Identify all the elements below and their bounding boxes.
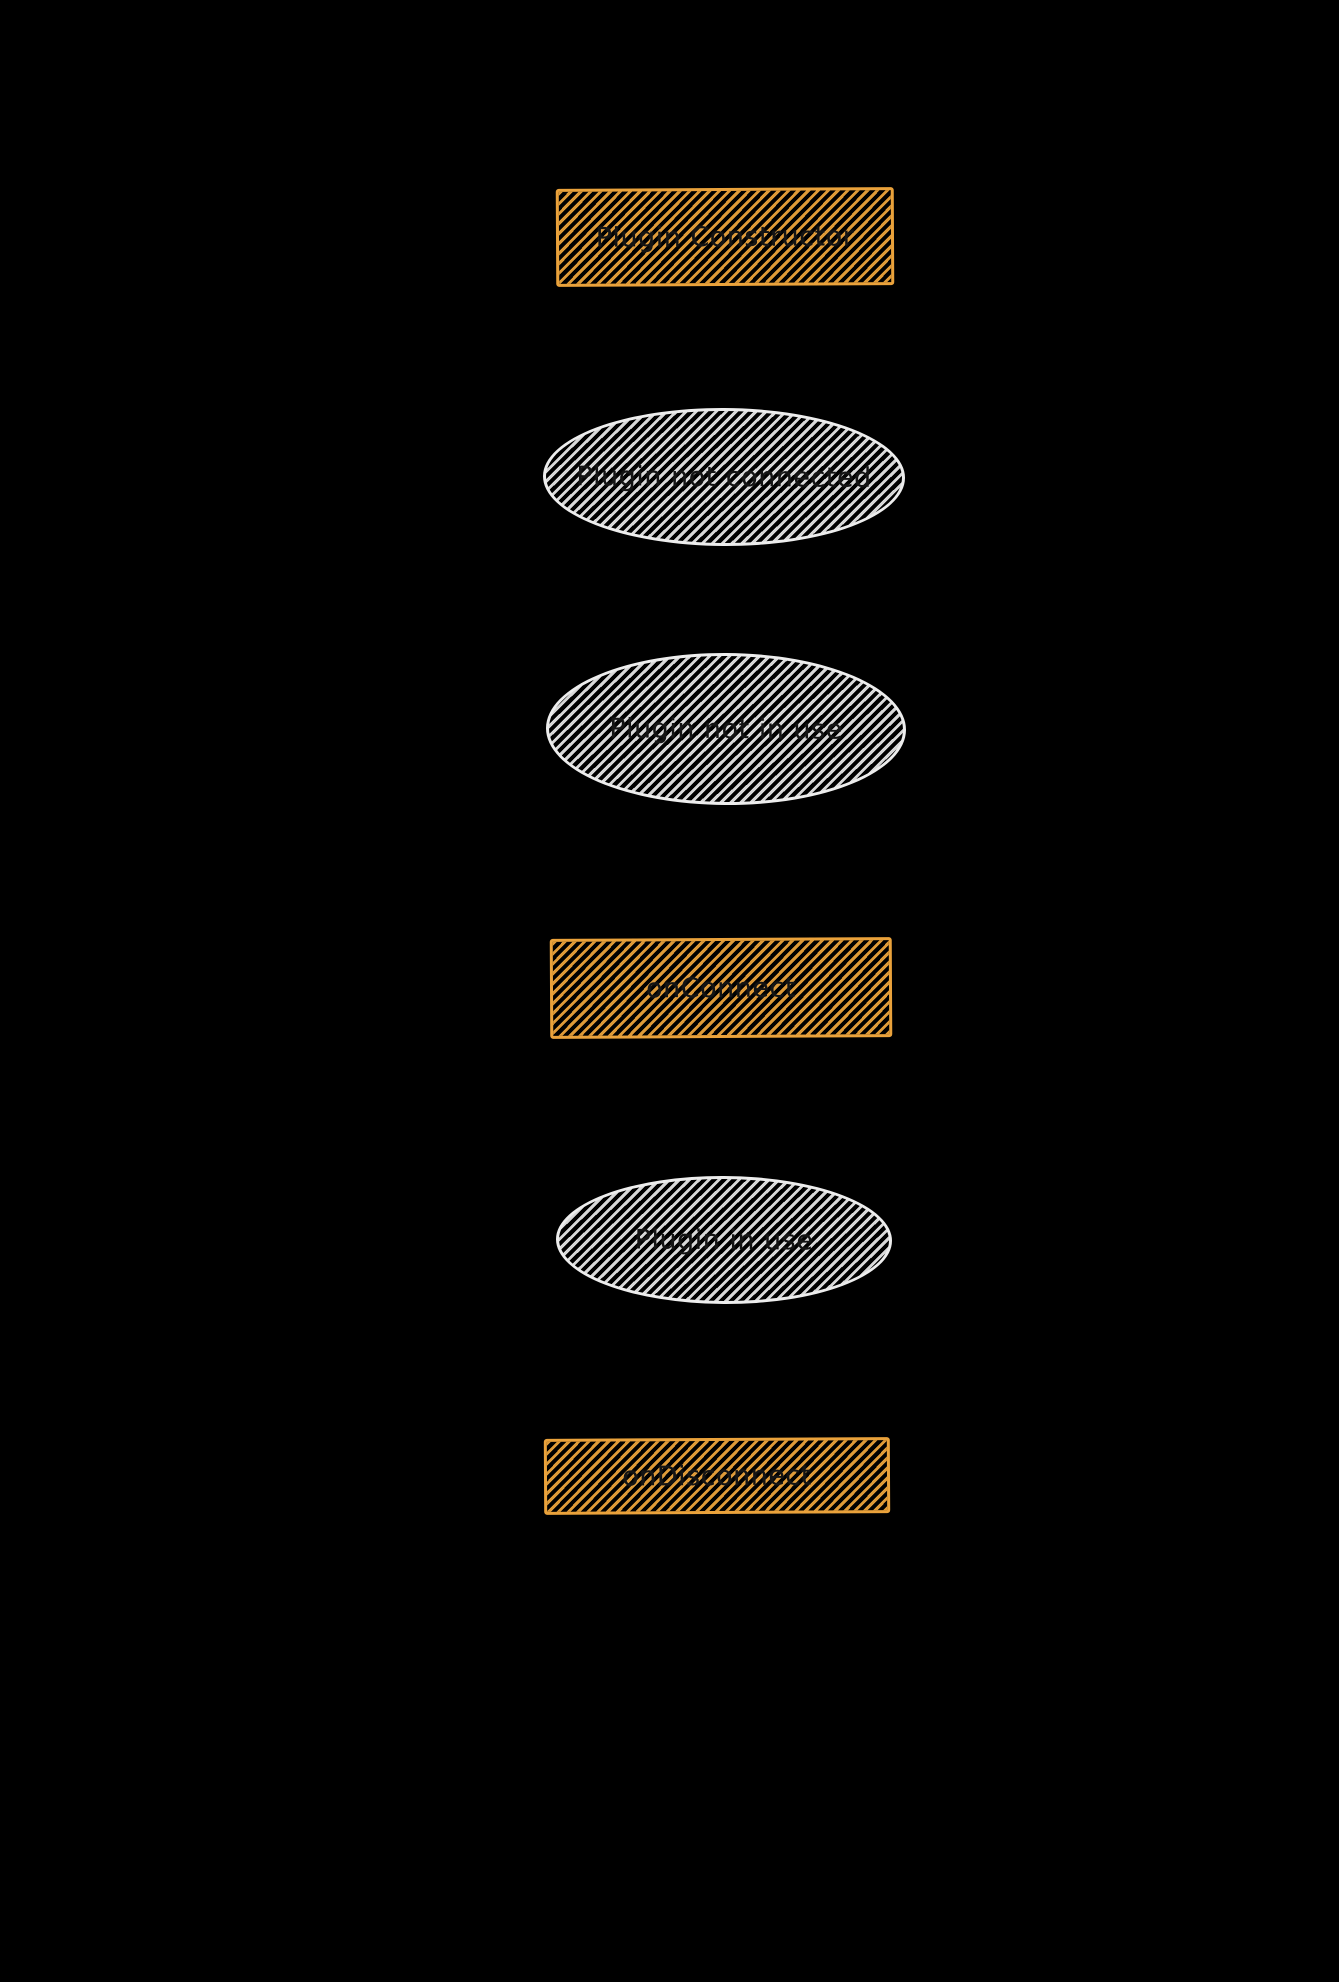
node-ondisconnect: onDisconnect — [543, 1437, 891, 1515]
node-plugin-in-use: Plugin in use — [555, 1175, 893, 1305]
node-onconnect: onConnect — [549, 937, 893, 1039]
node-plugin-not-connected: Plugin not connected — [542, 407, 906, 547]
node-plugin-not-in-use-label: Plugin not in use — [609, 712, 843, 746]
node-plugin-constructor-label: Plugin Constructor — [595, 220, 855, 254]
node-plugin-not-in-use: Plugin not in use — [545, 652, 907, 806]
node-ondisconnect-label: onDisconnect — [622, 1460, 812, 1492]
node-plugin-not-connected-label: Plugin not connected — [576, 460, 872, 494]
node-onconnect-label: onConnect — [646, 972, 796, 1004]
node-plugin-in-use-label: Plugin in use — [634, 1224, 814, 1256]
node-plugin-constructor: Plugin Constructor — [555, 187, 895, 287]
